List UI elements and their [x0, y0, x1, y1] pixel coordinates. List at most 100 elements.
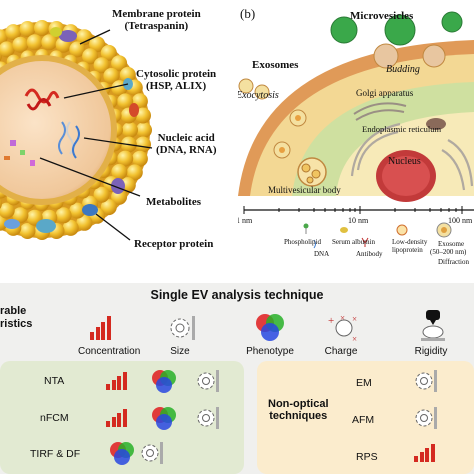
characteristics-label-1: rable: [0, 305, 27, 317]
diffraction-label: Diffraction: [438, 258, 469, 266]
em-size-icon: [415, 370, 437, 392]
tick-1nm: 1 nm: [238, 216, 253, 225]
tirf-size-icon: [141, 442, 163, 464]
rps-concentration-icon: [414, 444, 435, 462]
non-optical-label: Non-optical techniques: [268, 398, 329, 422]
biogenesis-illustration: (b) Microvesicles Budding Exosomes Exocy…: [238, 6, 474, 202]
lipid-head-icon: [5, 24, 22, 41]
exosome-scale-label-1: Exosome: [438, 240, 464, 248]
lipid-head-icon: [34, 20, 50, 36]
row-afm: AFM: [352, 414, 375, 426]
row-rps: RPS: [356, 451, 378, 463]
membrane-protein-label: Membrane protein (Tetraspanin): [112, 8, 201, 32]
lipid-head-icon: [103, 67, 120, 84]
lipid-head-icon: [76, 29, 93, 46]
charge-icon: + × × ×: [328, 313, 357, 342]
svg-text:+: +: [328, 315, 334, 327]
lipid-head-icon: [93, 57, 110, 74]
lipid-head-icon: [62, 219, 79, 236]
ldl-label-1: Low-density: [392, 238, 428, 246]
multivesicular-body-icon: [297, 157, 327, 187]
golgi-label: Golgi apparatus: [356, 88, 414, 98]
serum-albumin-label: Serum albumin: [332, 238, 375, 246]
lipid-head-icon: [135, 136, 151, 153]
lipid-head-icon: [111, 163, 128, 180]
lipoprotein-icon: [396, 224, 408, 236]
lipid-head-icon: [0, 202, 15, 219]
lipid-head-icon: [76, 214, 93, 231]
lipid-head-icon: [12, 36, 29, 53]
nta-phenotype-icon: [152, 370, 176, 393]
exosomes-label: Exosomes: [252, 59, 299, 71]
phenotype-icon: [256, 314, 284, 341]
nucleic-acid-icon: [58, 121, 80, 159]
nfcm-concentration-icon: [106, 409, 127, 427]
lipid-head-icon: [136, 122, 152, 138]
svg-text:×: ×: [340, 313, 345, 323]
tick-100nm: 100 nm: [448, 216, 473, 225]
column-rigidity: Rigidity: [414, 346, 448, 357]
size-scale: 1 nm 10 nm 100 nm Phospholipid DNA Serum…: [238, 206, 474, 266]
lipid-head-icon: [117, 150, 134, 167]
nta-size-icon: [197, 370, 219, 392]
receptor-protein-icon: [36, 204, 98, 233]
lipid-head-icon: [93, 186, 110, 203]
panel-b-tag: (b): [240, 6, 255, 21]
non-optical-techniques-panel: [257, 361, 474, 474]
lipid-head-icon: [0, 41, 15, 58]
lipid-head-icon: [131, 150, 148, 167]
lipid-head-icon: [41, 34, 58, 51]
nfcm-size-icon: [197, 407, 219, 429]
svg-text:×: ×: [352, 314, 357, 324]
microvesicles-label: Microvesicles: [350, 10, 414, 22]
exocytosis-label: Exocytosis: [238, 90, 279, 101]
lipid-head-icon: [100, 199, 117, 216]
antibody-label: Antibody: [356, 250, 383, 258]
column-charge: Charge: [324, 346, 358, 357]
mvb-label: Multivesicular body: [268, 185, 341, 195]
extracellular-vesicle-illustration: [0, 20, 153, 241]
lipid-head-icon: [89, 36, 106, 53]
size-icon: [170, 316, 195, 340]
er-label: Endoplasmic reticulum: [362, 124, 441, 134]
lipid-head-icon: [111, 55, 128, 72]
serum-albumin-icon: [340, 227, 348, 233]
lipid-head-icon: [0, 198, 2, 209]
metabolites-icon: [4, 140, 35, 166]
exosome-scale-label-2: (50–200 nm): [430, 248, 467, 256]
lipid-head-icon: [135, 107, 151, 124]
lipid-head-icon: [126, 164, 143, 181]
cytosolic-protein-label: Cytosolic protein (HSP, ALIX): [136, 68, 217, 92]
concentration-icon: [90, 316, 111, 340]
characteristics-label-2: ristics: [0, 318, 33, 330]
membrane-protein-icon: [50, 27, 77, 42]
budding-label: Budding: [386, 64, 420, 75]
row-nta: NTA: [44, 375, 65, 387]
golgi-icon: [353, 102, 407, 121]
lipid-head-icon: [26, 34, 43, 51]
tick-10nm: 10 nm: [348, 216, 369, 225]
phospholipid-label: Phospholipid: [284, 238, 321, 246]
lipid-head-icon: [69, 41, 86, 58]
row-tirf-df: TIRF & DF: [30, 448, 81, 460]
lipid-head-icon: [69, 202, 86, 219]
tirf-phenotype-icon: [110, 442, 134, 465]
rigidity-icon: [421, 310, 445, 341]
column-phenotype: Phenotype: [246, 346, 294, 357]
lipid-head-icon: [55, 207, 72, 224]
microvesicle-icon: [330, 11, 463, 69]
lipid-head-icon: [12, 207, 29, 224]
lipid-head-icon: [19, 223, 36, 239]
metabolites-label: Metabolites: [146, 196, 201, 208]
nta-concentration-icon: [106, 372, 127, 390]
lipid-head-icon: [119, 66, 136, 83]
lipid-head-icon: [122, 122, 138, 138]
nucleic-acid-label: Nucleic acid (DNA, RNA): [156, 132, 217, 156]
ldl-label-2: lipoprotein: [392, 246, 423, 254]
lipid-head-icon: [82, 48, 99, 65]
receptor-protein-label: Receptor protein: [134, 238, 214, 250]
svg-text:×: ×: [352, 334, 357, 342]
analysis-title: Single EV analysis technique: [150, 288, 324, 302]
phospholipid-icon: [303, 223, 309, 234]
nucleus-label: Nucleus: [388, 156, 421, 167]
